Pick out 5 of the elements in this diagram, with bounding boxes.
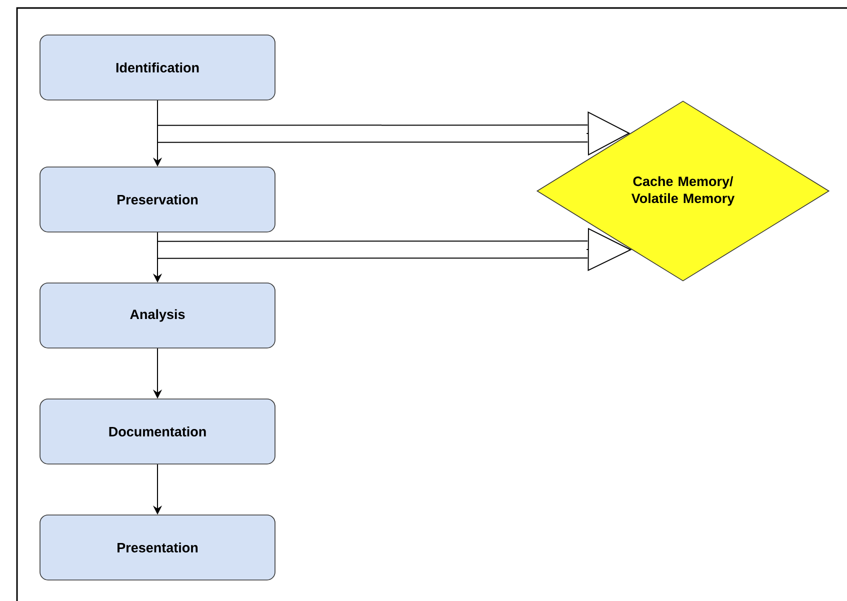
process-box: Analysis: [40, 282, 276, 348]
process-box: Documentation: [40, 398, 276, 464]
process-box: Identification: [40, 34, 276, 100]
process-box: Preservation: [40, 166, 276, 232]
process-box: Presentation: [40, 514, 276, 580]
